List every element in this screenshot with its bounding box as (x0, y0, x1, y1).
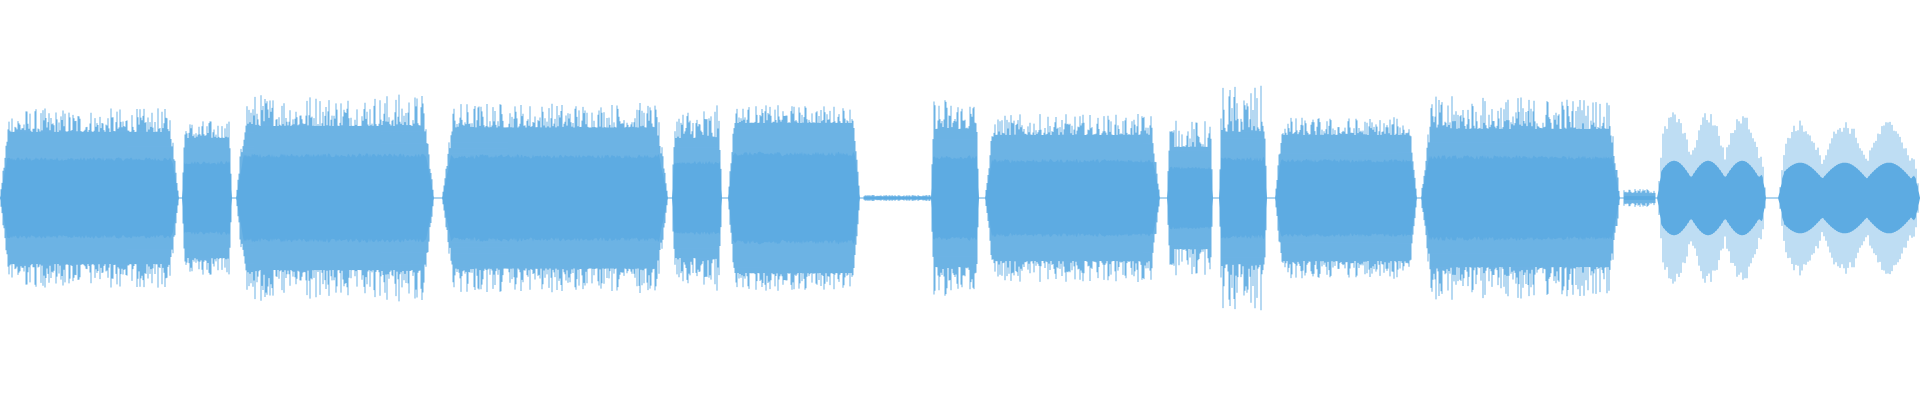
waveform-segment-0 (0, 157, 179, 239)
waveform-segment-13 (1624, 196, 1655, 200)
waveform-segment-10 (1219, 157, 1267, 239)
waveform-segment-15 (1778, 162, 1920, 234)
waveform-segment-4 (672, 160, 722, 236)
waveform-segment-5 (728, 151, 860, 245)
waveform-segment-3 (442, 154, 668, 242)
waveform-segment-12 (1421, 155, 1620, 241)
waveform-segment-1 (182, 160, 232, 236)
waveform-segment-11 (1275, 159, 1417, 237)
waveform-segment-8 (985, 159, 1160, 237)
waveform-body (0, 151, 1920, 245)
waveform-segment-2 (236, 153, 434, 243)
waveform-segment-6 (864, 197, 931, 199)
waveform-segment-14 (1657, 160, 1766, 236)
waveform-segment-9 (1167, 166, 1213, 230)
waveform-segment-7 (931, 155, 979, 241)
